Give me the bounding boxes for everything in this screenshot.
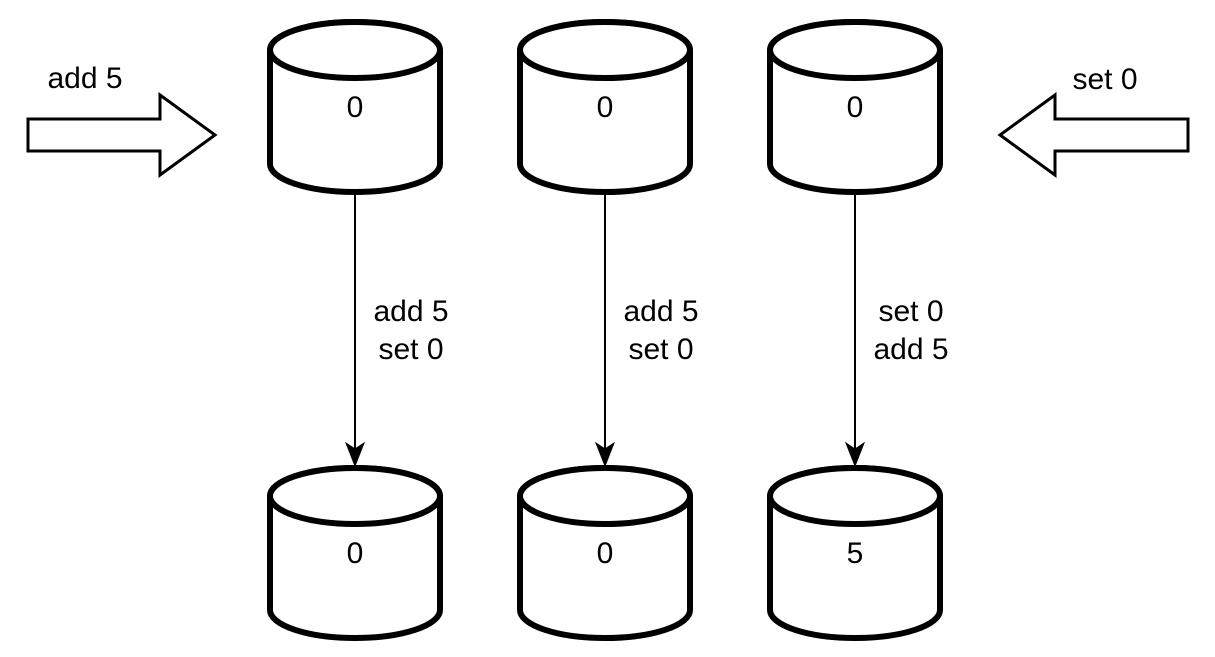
top-db-2-value: 0 bbox=[597, 91, 614, 124]
replication-arrow-3-op1: set 0 bbox=[878, 295, 943, 328]
top-db-2: 0 bbox=[517, 19, 693, 195]
database-cylinder-top-icon bbox=[517, 19, 693, 81]
database-cylinder-top-icon bbox=[267, 465, 443, 527]
top-db-3-value: 0 bbox=[847, 91, 864, 124]
bottom-db-2-value: 0 bbox=[597, 537, 614, 570]
right-block-arrow-icon bbox=[26, 92, 218, 178]
client-write-left: add 5 bbox=[26, 62, 218, 178]
left-block-arrow-icon bbox=[997, 92, 1190, 178]
replication-arrow-2-op1: add 5 bbox=[623, 295, 698, 328]
bottom-db-2: 0 bbox=[517, 465, 693, 641]
bottom-db-3-value: 5 bbox=[847, 537, 864, 570]
replication-arrow-3: set 0 add 5 bbox=[844, 194, 949, 468]
bottom-db-1: 0 bbox=[267, 465, 443, 641]
client-write-right: set 0 bbox=[997, 63, 1190, 178]
replication-arrow-1-op1: add 5 bbox=[373, 295, 448, 328]
top-db-1: 0 bbox=[267, 19, 443, 195]
replication-arrow-2: add 5 set 0 bbox=[594, 194, 699, 468]
top-db-1-value: 0 bbox=[347, 91, 364, 124]
bottom-db-3: 5 bbox=[767, 465, 943, 641]
top-db-3: 0 bbox=[767, 19, 943, 195]
database-cylinder-top-icon bbox=[767, 19, 943, 81]
replication-arrow-1: add 5 set 0 bbox=[344, 194, 449, 468]
client-write-right-label: set 0 bbox=[1072, 63, 1137, 96]
replication-arrow-2-op2: set 0 bbox=[628, 333, 693, 366]
bottom-db-1-value: 0 bbox=[347, 537, 364, 570]
replication-arrow-3-op2: add 5 bbox=[873, 333, 948, 366]
replication-arrow-1-op2: set 0 bbox=[378, 333, 443, 366]
database-cylinder-top-icon bbox=[267, 19, 443, 81]
arrow-head-icon bbox=[344, 441, 366, 468]
client-write-left-label: add 5 bbox=[47, 62, 122, 95]
arrow-head-icon bbox=[844, 441, 866, 468]
database-cylinder-top-icon bbox=[767, 465, 943, 527]
database-cylinder-top-icon bbox=[517, 465, 693, 527]
arrow-head-icon bbox=[594, 441, 616, 468]
